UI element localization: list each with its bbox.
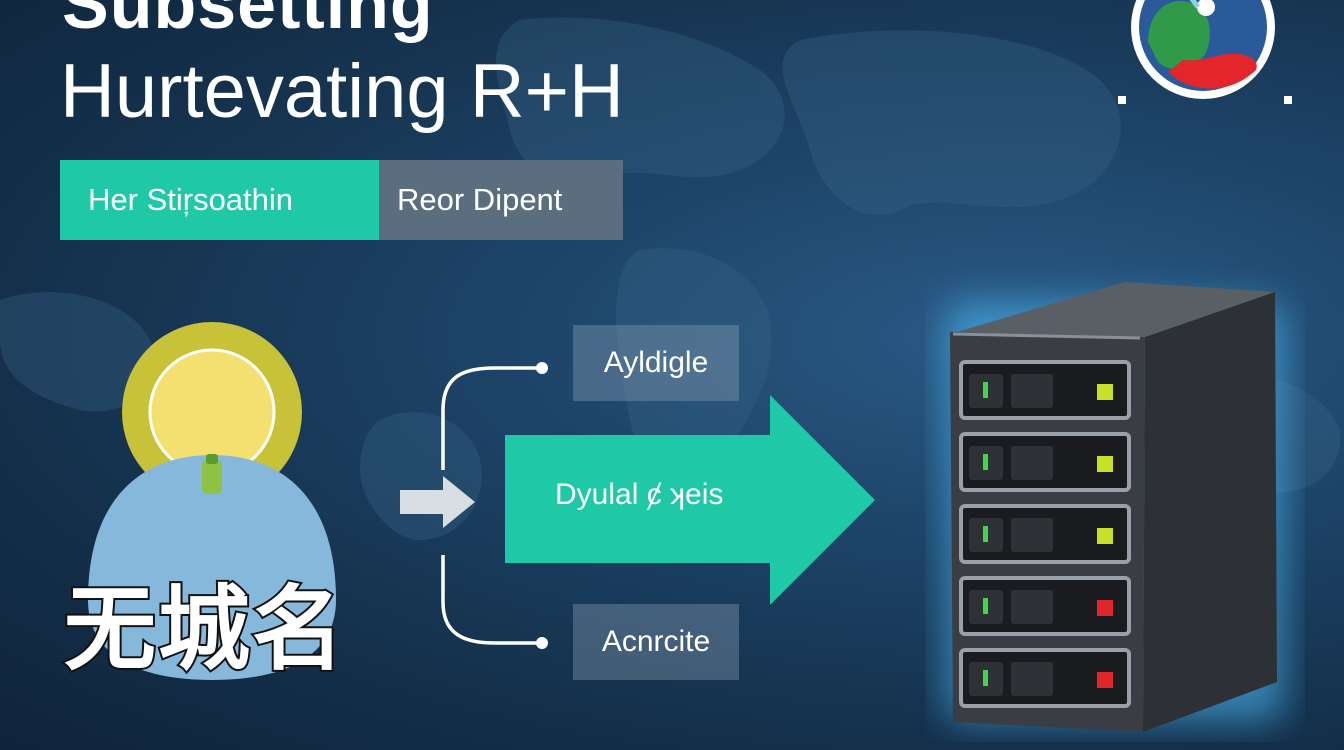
power-led-icon	[983, 526, 988, 542]
branch-node-bottom	[536, 637, 548, 649]
small-arrow-icon	[400, 476, 475, 528]
branch-connector-top	[441, 366, 540, 470]
page-title-partial: Subsetting	[62, 0, 434, 43]
drive-slot	[1011, 446, 1053, 480]
server-tower-icon	[945, 282, 1285, 732]
power-led-icon	[983, 382, 988, 398]
user-avatar-icon	[88, 322, 336, 680]
server-units	[959, 360, 1131, 708]
status-led-icon	[1097, 600, 1113, 616]
flow-label-bottom: Acnrcite	[573, 604, 739, 680]
drive-slot	[1011, 374, 1053, 408]
brand-logo-icon	[1131, 0, 1275, 99]
server-drive-unit	[959, 576, 1131, 636]
server-drive-unit	[959, 504, 1131, 564]
server-drive-unit	[959, 648, 1131, 708]
flow-arrow-label: Dyulal ȼ ʞeis	[555, 478, 724, 511]
drive-slot	[1011, 662, 1053, 696]
main-arrow-icon	[505, 395, 875, 605]
power-led-icon	[983, 454, 988, 470]
status-led-icon	[1097, 384, 1113, 400]
drive-slot	[1011, 518, 1053, 552]
server-drive-unit	[959, 360, 1131, 420]
flow-label-top: Ayldigle	[573, 325, 739, 401]
status-led-icon	[1097, 672, 1113, 688]
decorative-dot	[1118, 96, 1126, 104]
tab-inactive[interactable]: Reor Dipent	[379, 160, 623, 240]
user-caption: 无城名	[62, 574, 347, 685]
status-led-icon	[1097, 456, 1113, 472]
power-led-icon	[983, 598, 988, 614]
flow-diagram	[400, 362, 875, 649]
server-drive-unit	[959, 432, 1131, 492]
tab-active[interactable]: Her Stiŗsoathin	[60, 160, 379, 240]
branch-connector-bottom	[441, 555, 540, 645]
drive-slot	[1011, 590, 1053, 624]
status-led-icon	[1097, 528, 1113, 544]
page-title: Hurtevating R+H	[60, 49, 624, 134]
power-led-icon	[983, 670, 988, 686]
tab-bar: Her Stiŗsoathin Reor Dipent	[60, 160, 623, 240]
branch-node-top	[536, 362, 548, 374]
decorative-dot	[1284, 96, 1292, 104]
